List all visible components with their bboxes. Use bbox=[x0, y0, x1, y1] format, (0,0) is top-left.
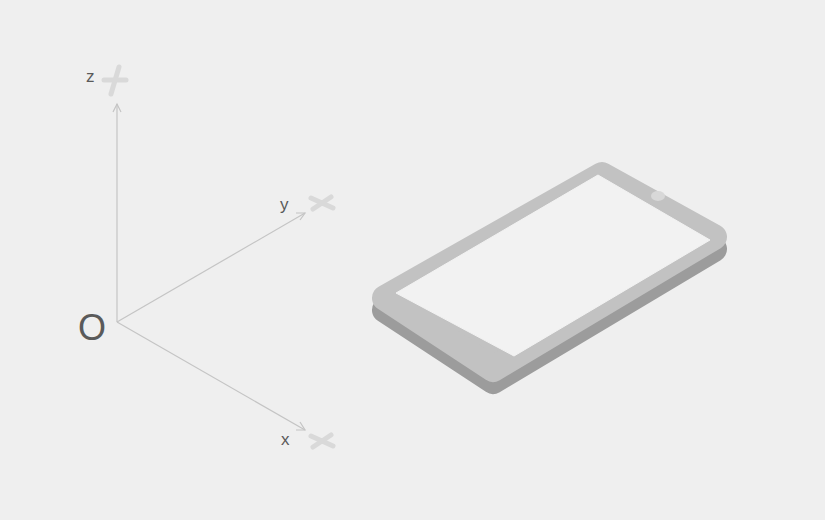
origin-label: O bbox=[78, 310, 106, 346]
z-cross bbox=[104, 67, 126, 94]
x-axis bbox=[117, 322, 305, 430]
axis-label: y bbox=[280, 196, 289, 213]
y-arrowhead bbox=[296, 213, 305, 220]
axis-lines bbox=[113, 104, 305, 430]
y-axis bbox=[117, 213, 305, 322]
phone-camera bbox=[651, 191, 665, 201]
phone-screen bbox=[396, 175, 710, 356]
z-axis bbox=[116, 104, 117, 322]
x-cross bbox=[311, 435, 333, 447]
x-arrowhead bbox=[296, 422, 305, 430]
axis-label: z bbox=[86, 68, 95, 85]
phone-illustration bbox=[385, 175, 714, 381]
axis-label: x bbox=[281, 431, 290, 448]
z-arrowhead bbox=[113, 104, 121, 112]
phone-body bbox=[385, 175, 714, 369]
y-cross bbox=[311, 197, 333, 209]
axis-cross-marks bbox=[104, 67, 333, 447]
